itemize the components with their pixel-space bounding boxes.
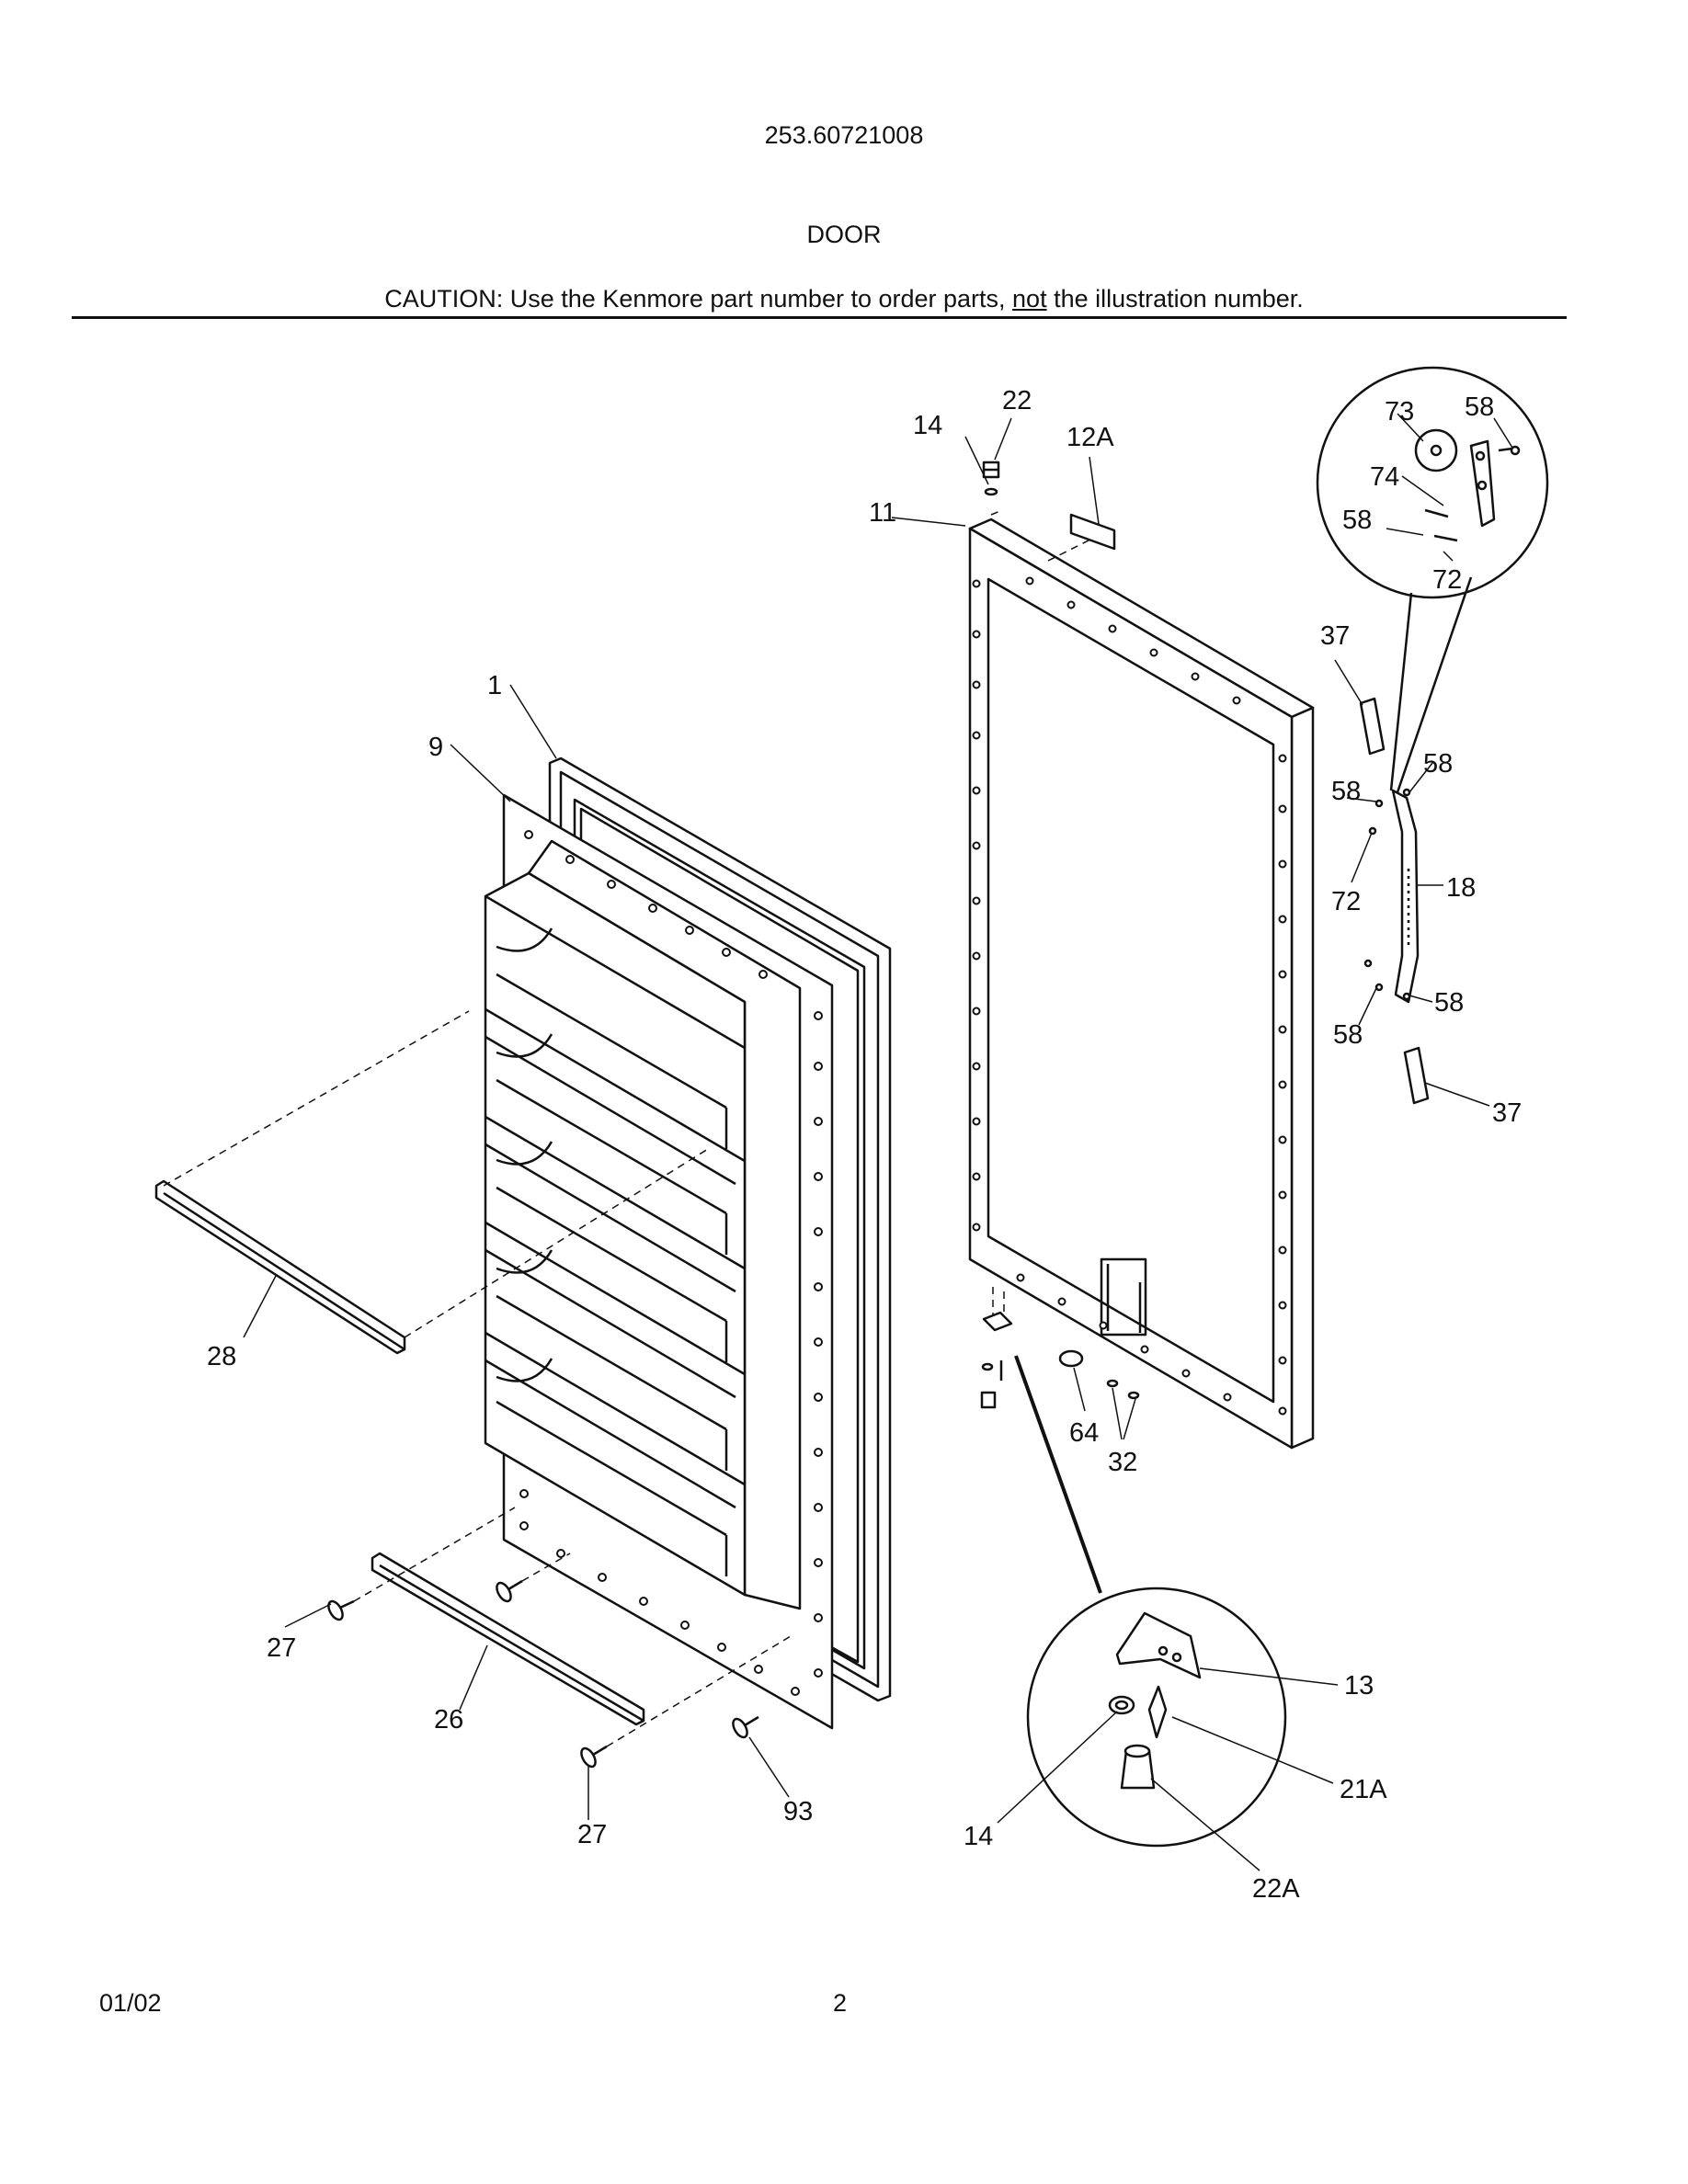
callout-93: 93 [783, 1797, 813, 1826]
callout-58-e: 58 [1434, 988, 1464, 1018]
screw-27-left [327, 1599, 355, 1621]
shelf-retainer-26 [371, 1552, 645, 1726]
callout-64: 64 [1069, 1418, 1099, 1448]
shelf-retainer-28 [154, 1179, 406, 1355]
end-cap-37-top [1359, 697, 1386, 756]
callout-73: 73 [1385, 397, 1414, 427]
nut-22-top [982, 461, 1000, 479]
caution-suffix: the illustration number. [1046, 285, 1304, 313]
handle-18 [1391, 789, 1420, 1004]
footer-date: 01/02 [99, 1989, 162, 2017]
section-title: DOOR [806, 221, 882, 248]
assembly-lines [163, 509, 1095, 1747]
callout-32: 32 [1108, 1448, 1137, 1477]
callout-22a: 22A [1252, 1874, 1300, 1904]
hinge-detail-top [1316, 366, 1549, 793]
label-12a [1069, 513, 1116, 551]
callout-22: 22 [1002, 386, 1032, 415]
callout-58-b: 58 [1342, 506, 1372, 535]
callout-58-f: 58 [1333, 1020, 1363, 1050]
callout-27-b: 27 [577, 1820, 607, 1849]
caution-note: CAUTION: Use the Kenmore part number to … [0, 285, 1688, 313]
callout-9: 9 [428, 733, 443, 762]
hinge-bracket-small [980, 1311, 1140, 1409]
callout-72-b: 72 [1331, 887, 1361, 916]
callout-1: 1 [487, 671, 502, 700]
footer-page-number: 2 [833, 1989, 848, 2017]
model-number: 253.60721008 [764, 121, 924, 149]
callout-11: 11 [869, 498, 896, 528]
caution-emphasis: not [1012, 285, 1047, 313]
callout-28: 28 [207, 1342, 236, 1371]
leader-lines [243, 413, 1513, 1871]
screw-27-bottom [580, 1745, 608, 1769]
door-inner-liner-holes [519, 830, 823, 1696]
callout-21a: 21A [1340, 1775, 1387, 1804]
header-rule [72, 316, 1567, 319]
callout-37-bottom: 37 [1492, 1098, 1522, 1128]
callout-14-bottom: 14 [964, 1822, 993, 1851]
door-inner-liner [484, 793, 834, 1730]
end-cap-37-bottom [1403, 1046, 1430, 1105]
callout-14-top: 14 [913, 411, 942, 440]
callout-58-d: 58 [1331, 777, 1361, 806]
screw-27-mid [496, 1579, 523, 1603]
screw-93 [732, 1715, 759, 1739]
caution-prefix: CAUTION: Use the Kenmore part number to … [384, 285, 1013, 313]
callout-26: 26 [434, 1705, 463, 1735]
door-outer-panel-holes [972, 576, 1287, 1416]
callout-72-a: 72 [1432, 565, 1462, 595]
callout-13: 13 [1344, 1671, 1374, 1701]
callout-58-a: 58 [1465, 392, 1494, 422]
door-outer-panel [968, 518, 1315, 1450]
callout-58-c: 58 [1423, 749, 1453, 779]
callout-74: 74 [1370, 462, 1399, 492]
callout-37-top: 37 [1320, 621, 1350, 651]
callout-labels: 1 9 11 12A 14 22 73 58 74 58 72 37 58 58… [207, 386, 1522, 1904]
callout-27-a: 27 [267, 1633, 296, 1663]
callout-12a: 12A [1066, 423, 1114, 452]
callout-18: 18 [1446, 873, 1476, 903]
hinge-detail-bottom [1026, 1587, 1287, 1848]
detail-leader [1014, 1355, 1102, 1594]
washer-14-top [984, 487, 998, 496]
